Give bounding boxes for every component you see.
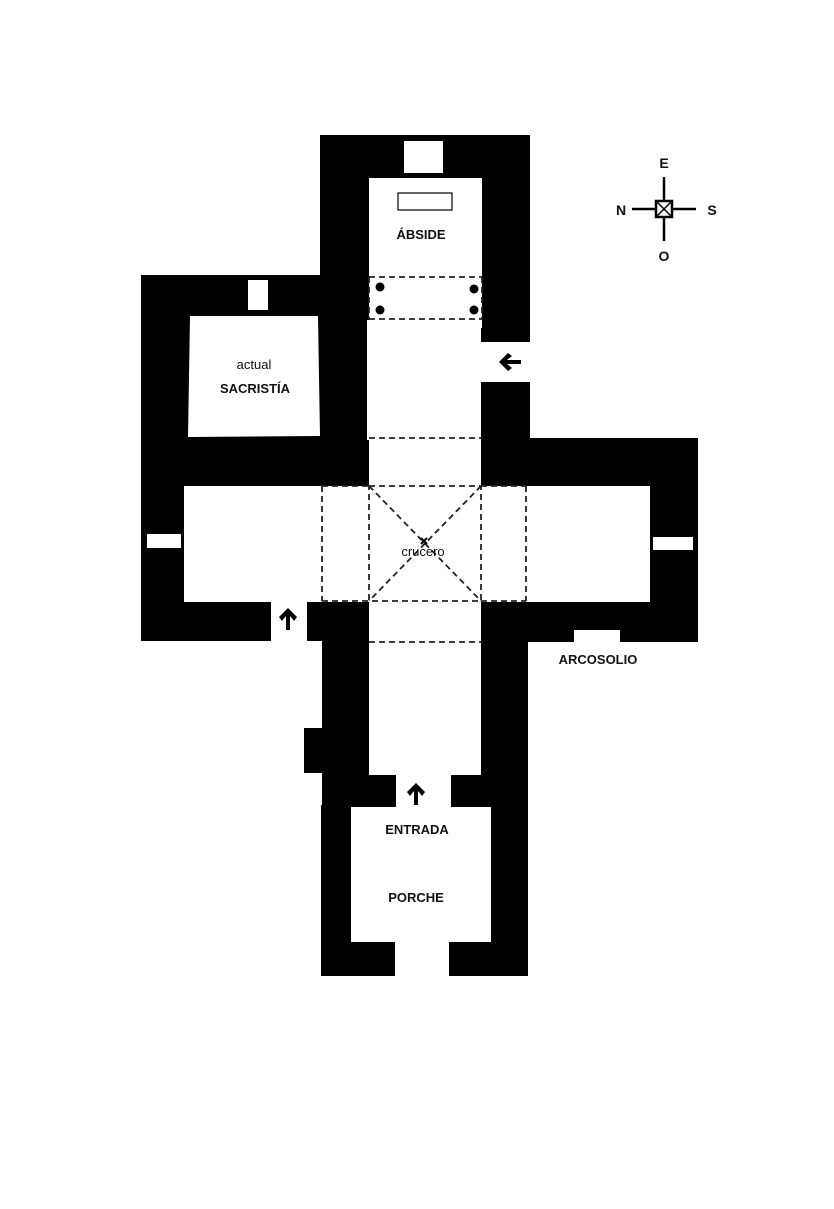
north-transept-window [147,534,181,548]
porch [351,807,491,942]
crucero-label: crucero [401,544,444,559]
arrow-up-icon [407,783,425,805]
arcosolio-label: ARCOSOLIO [559,652,638,667]
column [375,305,385,315]
floors [147,141,693,980]
nave [369,600,481,775]
porche-label: PORCHE [388,890,444,905]
sacristy-window [248,280,268,310]
sacristy-room [188,316,320,437]
crossing-upper-bay [369,438,481,488]
transept [184,486,650,602]
sacristia-label-line1: actual [237,357,272,372]
entrance-opening [396,770,451,810]
apse-window [404,141,443,173]
compass-east-label: E [659,155,668,171]
arrow-up-icon [279,608,297,630]
sacristia-label-line2: SACRISTÍA [220,381,291,396]
abside-label: ÁBSIDE [396,227,445,242]
arcosolio-niche [574,630,620,644]
arrow-left-icon [499,353,521,371]
crossing-center-mark [420,537,428,545]
column [469,305,479,315]
presbytery [367,320,481,440]
compass-rose-icon: E N S O [616,155,717,264]
columns [375,282,479,315]
altar [397,192,453,211]
column [375,282,385,292]
column [469,284,479,294]
compass-south-label: S [707,202,716,218]
vault-lines [321,276,527,643]
compass-west-label: O [659,248,670,264]
compass-north-label: N [616,202,626,218]
entrada-label: ENTRADA [385,822,449,837]
porch-opening [395,940,449,980]
south-transept-window [653,537,693,550]
